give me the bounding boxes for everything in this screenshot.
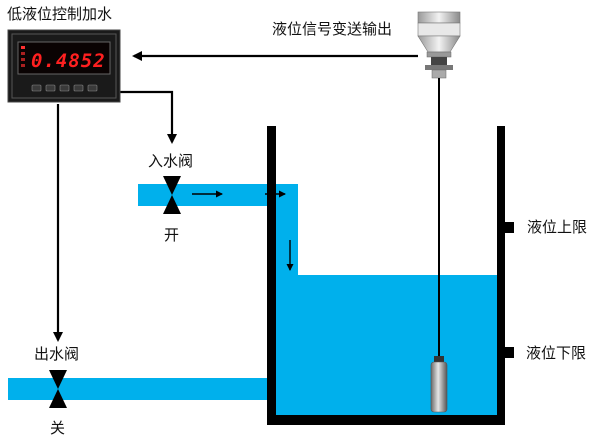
inlet-valve-icon[interactable] bbox=[163, 176, 181, 214]
outlet-valve-label: 出水阀 bbox=[34, 345, 80, 363]
outlet-pipe bbox=[8, 378, 276, 400]
level-transmitter bbox=[417, 11, 461, 79]
lower-limit-marker bbox=[505, 347, 514, 358]
control-line-inlet bbox=[118, 90, 177, 144]
controller-buttons[interactable] bbox=[31, 84, 98, 92]
inlet-valve-state: 开 bbox=[164, 226, 180, 244]
outlet-valve-icon[interactable] bbox=[49, 370, 67, 408]
level-controller: 0.4852 bbox=[7, 29, 121, 103]
upper-limit-label: 液位上限 bbox=[527, 218, 588, 236]
controller-display bbox=[17, 41, 111, 75]
transmitter-label: 液位信号变送输出 bbox=[272, 20, 393, 38]
tank-water bbox=[276, 275, 497, 415]
inlet-valve-label: 入水阀 bbox=[148, 152, 194, 170]
level-probe bbox=[430, 356, 448, 413]
tank bbox=[267, 126, 505, 425]
controller-indicator-leds bbox=[21, 46, 25, 67]
controller-title: 低液位控制加水 bbox=[7, 5, 113, 23]
lower-limit-label: 液位下限 bbox=[526, 344, 587, 362]
upper-limit-marker bbox=[505, 222, 514, 233]
controller-display-value: 0.4852 bbox=[31, 50, 106, 72]
outlet-valve-state: 关 bbox=[50, 419, 66, 437]
